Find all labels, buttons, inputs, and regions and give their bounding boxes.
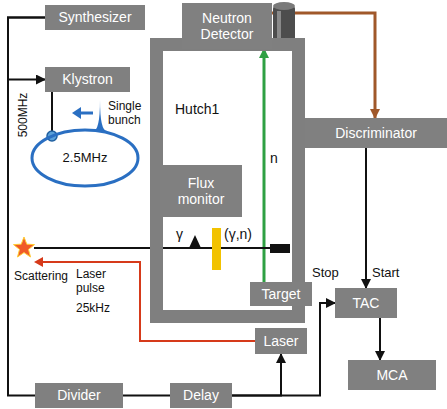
- bunch-spike: [93, 100, 107, 131]
- node-text: 2.5MHz: [63, 151, 108, 166]
- node-text: Neutron Detector: [187, 10, 267, 42]
- flux-monitor-plate: [212, 228, 221, 270]
- node-text: Hutch1: [175, 101, 219, 117]
- signal-connector: [123, 395, 170, 397]
- ring-ellipse: [32, 130, 138, 186]
- device-box: Laser: [255, 328, 307, 354]
- annotation-label: Scattering: [14, 270, 68, 284]
- storage-ring: 2.5MHz: [30, 128, 140, 188]
- hutch-frame: Hutch1Flux monitor: [150, 38, 305, 323]
- signal-connector: [379, 318, 381, 360]
- signal-label: Stop: [312, 266, 339, 281]
- frequency-label: 25kHz: [76, 302, 110, 316]
- node-text: MCA: [376, 367, 407, 383]
- node-text: Laser: [263, 333, 298, 349]
- node-text: Divider: [57, 387, 101, 403]
- reaction-label: (γ,n): [224, 226, 252, 242]
- detector-cap: [273, 2, 295, 10]
- device-box: Klystron: [45, 67, 130, 92]
- node-text: Synthesizer: [58, 9, 131, 25]
- device-box: Target: [250, 282, 312, 306]
- gamma-beam: [34, 247, 270, 249]
- target-sample: [270, 244, 290, 253]
- particle-label: n: [270, 150, 278, 166]
- signal-label: Start: [372, 266, 399, 281]
- node-text: Target: [262, 286, 301, 302]
- signal-connector: [365, 148, 367, 288]
- signal-connector: [8, 18, 45, 80]
- scattering-star: [14, 237, 35, 257]
- node-text: Klystron: [62, 71, 113, 87]
- signal-connector: [51, 92, 53, 136]
- node-text: Discriminator: [335, 125, 417, 141]
- node-text: TAC: [353, 295, 380, 311]
- signal-connector: [8, 18, 45, 396]
- annotation-label: Laser pulse: [76, 268, 114, 296]
- device-box: Discriminator: [305, 118, 447, 148]
- particle-label: γ: [176, 226, 183, 242]
- node-text: Delay: [183, 387, 219, 403]
- signal-connector: [232, 303, 335, 396]
- frequency-label: 500MHz: [17, 93, 31, 138]
- device-box: Synthesizer: [45, 5, 145, 30]
- device-box: Flux monitor: [160, 165, 242, 217]
- annotation-label: Single bunch: [108, 100, 146, 128]
- node-text: Flux monitor: [165, 175, 237, 207]
- signal-connector: [232, 354, 281, 396]
- laser-arrowhead: [34, 257, 43, 267]
- device-box: TAC: [335, 288, 397, 318]
- device-box: Divider: [35, 383, 123, 408]
- bunch-arrowhead: [72, 107, 81, 119]
- detector-box: Neutron Detector: [182, 3, 272, 49]
- gamma-pulse: [189, 235, 201, 248]
- bunch-direction: [80, 112, 93, 115]
- device-box: MCA: [348, 360, 436, 390]
- detector-shine: [277, 11, 281, 40]
- detector-body: [273, 6, 295, 44]
- device-box: Delay: [170, 383, 232, 408]
- laser-path: [43, 262, 255, 341]
